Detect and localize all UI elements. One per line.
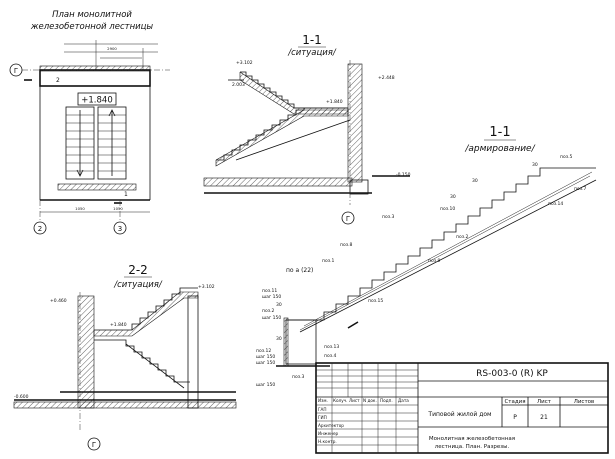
sec1r-pos9: поз.9 <box>428 258 441 264</box>
sec1-title: 1-1 <box>302 33 322 47</box>
sec1-elev-top-left: +3.102 <box>236 60 253 66</box>
sec1r-step1: шаг 150 <box>262 294 281 300</box>
stage-value: Р <box>513 414 517 421</box>
plan-title-line2: железобетонной лестницы <box>30 22 154 32</box>
axis-bubble-g <box>9 63 23 77</box>
sec1r-pos15: поз.15 <box>368 298 383 304</box>
plan-elevation: +1.840 <box>81 96 112 106</box>
role-engineer: Инженер <box>318 431 339 436</box>
sec1r-dim1: 30 <box>532 162 538 168</box>
sec1-elev-top-left2: 2.003 <box>232 82 245 88</box>
sec1r-step4: шаг 150 <box>256 360 275 366</box>
sheets-header: Листов <box>574 399 595 405</box>
sec1r-pos11: поз.11 <box>262 288 277 294</box>
sec2-subtitle: /ситуация/ <box>113 280 163 290</box>
sec1r-dim5: 30 <box>276 302 282 308</box>
plan-steps <box>66 114 126 172</box>
plan-title-line1: План монолитной <box>52 10 132 20</box>
sec1r-pos5: поз.5 <box>560 154 573 160</box>
title-project: Типовой жилой дом <box>427 411 491 418</box>
sheet-value: 21 <box>540 414 548 421</box>
hdr-list: Лист <box>349 398 360 403</box>
sec1-axis: Г <box>346 215 350 223</box>
sec1-subtitle: /ситуация/ <box>287 48 337 58</box>
sec2-elev-left: +0.460 <box>50 298 67 304</box>
sheet-header: Лист <box>537 399 552 405</box>
sec2-elev-bottom: -0.600 <box>14 394 29 400</box>
sec1r-pos8: поз.8 <box>340 242 353 248</box>
sec1-elev-mid: +1.840 <box>326 99 343 105</box>
sec2-elev-mid: +1.840 <box>110 322 127 328</box>
sec1r-step2: шаг 150 <box>262 315 281 321</box>
sec1r-step5: шаг 150 <box>256 382 275 388</box>
sec1r-pos3: поз.3 <box>382 214 395 220</box>
hdr-koluch: Колуч. <box>333 398 348 403</box>
title-block: RS-003-0 (R) KP Изм. Колуч. Лист N док. … <box>315 362 609 454</box>
sec1r-pos2b: поз.2 <box>262 308 275 314</box>
sec1-elev-right-top: +2.448 <box>378 75 395 81</box>
sec1r-step3: шаг 150 <box>256 354 275 360</box>
sec1r-pos13: поз.13 <box>324 344 339 350</box>
sec1r-title: 1-1 <box>489 125 510 140</box>
role-gip: ГИП <box>318 415 327 420</box>
section-1-reinforcement: 1-1 /армирование/ поз.5 поз.7 поз.14 поз… <box>256 125 597 388</box>
axis-bubble-2 <box>33 221 47 235</box>
sec1r-pos4: поз.4 <box>324 353 337 359</box>
role-nkontr: Н.контр. <box>318 439 337 444</box>
plan-axis-2: 2 <box>38 225 42 233</box>
title-desc-line2: лестница. План. Разрезы. <box>435 444 510 450</box>
sec2-axis-bubble <box>87 437 101 451</box>
section-1-situation: 1-1 /ситуация/ +3.102 2.003 +2.448 +1.84… <box>203 33 411 225</box>
sec1r-pos10: поз.10 <box>440 206 455 212</box>
title-desc-line1: Монолитная железобетонная <box>429 436 515 442</box>
plan-section-mark-2: 2 <box>56 77 60 84</box>
role-architect: Архитектор <box>318 423 344 428</box>
sec1r-view-label: по а (22) <box>286 267 313 274</box>
sec1r-pos14: поз.14 <box>548 201 563 207</box>
axis-bubble-3 <box>113 221 127 235</box>
sec1r-subtitle: /армирование/ <box>464 144 535 154</box>
hdr-data: Дата <box>398 398 409 403</box>
plan-dim-bottom-right: 1050 <box>113 206 123 211</box>
hdr-podp: Подп. <box>380 398 393 403</box>
hdr-izm: Изм. <box>318 398 328 403</box>
stage-header: Стадия <box>504 399 525 405</box>
plan-dim-bottom-left: 1050 <box>75 206 85 211</box>
sec1r-pos1: поз.1 <box>322 258 335 264</box>
section-2-situation: 2-2 /ситуация/ +0.460 +3.102 +1.840 -0.6… <box>13 263 237 451</box>
sec2-title: 2-2 <box>128 263 148 277</box>
sec2-axis: Г <box>92 441 96 449</box>
sec2-elev-right: +3.102 <box>198 284 215 290</box>
hdr-ndok: N док. <box>363 398 377 403</box>
plan-axis-g: Г <box>14 67 18 75</box>
sec1r-pos3b: поз.3 <box>292 374 305 380</box>
sec1r-pos2: поз.2 <box>456 234 469 240</box>
plan-section-mark-1: 1 <box>124 191 128 198</box>
plan-view: План монолитной железобетонной лестницы … <box>9 10 170 235</box>
sec1r-pos12: поз.12 <box>256 348 271 354</box>
sec1r-dim3: 30 <box>450 194 456 200</box>
sec1-axis-bubble <box>341 211 355 225</box>
plan-axis-3: 3 <box>118 225 122 233</box>
sec1-elev-bottom: -0.150 <box>396 172 411 178</box>
sec1r-pos7: поз.7 <box>574 186 587 192</box>
role-gap: ГАП <box>318 407 327 412</box>
sec1r-dim4: 30 <box>276 336 282 342</box>
title-code: RS-003-0 (R) KP <box>476 369 548 379</box>
plan-dim-top: 2900 <box>107 46 117 51</box>
title-grid <box>316 363 418 453</box>
sec1r-dim2: 30 <box>472 178 478 184</box>
